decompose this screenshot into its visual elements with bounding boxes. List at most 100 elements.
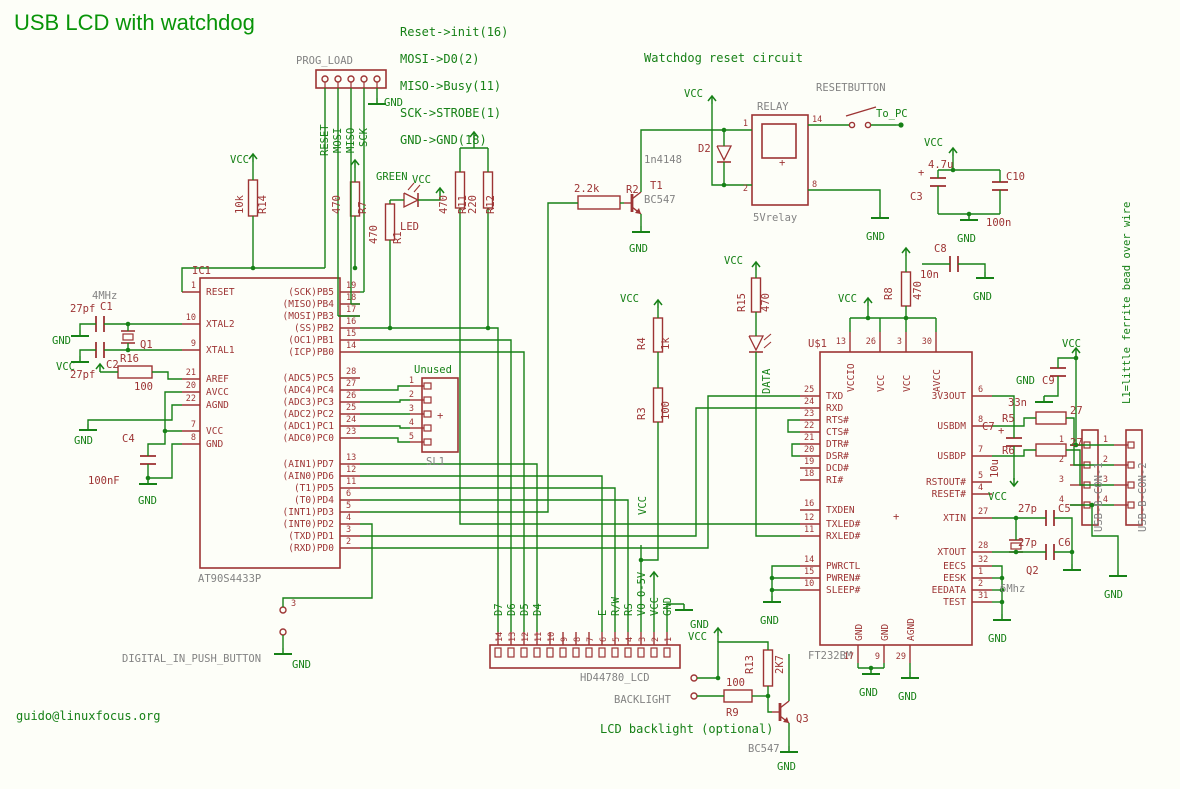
usb_area-text: R5 (1002, 413, 1015, 425)
mid_signals-text: 470 (760, 293, 772, 312)
lcd_pins-text: 8 (573, 637, 583, 642)
lcd_pins-text: 12 (521, 632, 531, 642)
led-arrow-icon (763, 341, 772, 349)
supply_caps-text: GND (973, 291, 992, 303)
watchdog-text: 1n4148 (644, 154, 682, 166)
xtal_area-text: C4 (122, 433, 135, 445)
net-wire (992, 395, 1015, 438)
led_area-text: R11 (457, 195, 469, 214)
to-pc-pad (898, 122, 904, 128)
ic1_pins-text: 8 (191, 433, 196, 443)
ft232_pins-text: DCD# (826, 463, 849, 474)
ic1_pins-text: GND (206, 439, 223, 450)
led-arrow-icon (763, 333, 772, 341)
sl1-pin-pad (423, 424, 432, 432)
ft232-part: FT232BM (808, 650, 852, 662)
net-wire (711, 104, 752, 186)
ic1_pins-text: (SCK)PB5 (288, 287, 334, 298)
ft232_pins-text: 26 (866, 337, 876, 347)
sl1-text: SL1 (426, 456, 445, 468)
sl1-text: + (437, 410, 443, 422)
net-wire (767, 686, 772, 713)
ft232_pins-text: 23 (804, 409, 814, 419)
lcd-pin-pad (637, 647, 645, 658)
ic1_pins-text: VCC (206, 426, 223, 437)
net-wire (360, 395, 800, 549)
supply_caps-text: + (918, 167, 924, 179)
ft232_pins-text: 22 (804, 421, 814, 431)
ic1_pins-text: (SS)PB2 (294, 323, 334, 334)
connector-pad (347, 75, 355, 83)
lcd-pin-pad (559, 647, 567, 658)
connector-pad (279, 606, 287, 614)
ft232_pins-text: PWREN# (826, 573, 861, 584)
usb_area-text: C5 (1058, 503, 1071, 515)
ic1_pins-text: 27 (346, 379, 356, 389)
ft232_pins-text: GND (854, 624, 865, 641)
ft232_pins-text: RXD (826, 403, 843, 414)
junction-dot (352, 265, 358, 271)
ft232_pins-text: TXDEN (826, 505, 855, 516)
net-wire (666, 603, 684, 632)
ic1-part: AT90S4433P (198, 573, 261, 585)
ft232_pins-text: 6 (978, 385, 983, 395)
ft232_pins-text: VCC (902, 375, 913, 392)
button-contact (864, 121, 872, 129)
supply_caps-text: GND (957, 233, 976, 245)
author-email: guido@linuxfocus.org (16, 709, 161, 723)
ic1_pins-text: 2 (346, 537, 351, 547)
ic1_pins-text: (MISO)PB4 (283, 299, 335, 310)
lcd-pin-pad (598, 647, 606, 658)
supply_caps-text: VCC (924, 137, 943, 149)
sl1-pin-pad (423, 438, 432, 446)
watchdog-text: RELAY (757, 101, 789, 113)
net-wire (360, 499, 629, 632)
lcd_pins-text: 14 (495, 632, 505, 642)
usb_area-text: GND (1016, 375, 1035, 387)
supply_caps-text: C10 (1006, 171, 1025, 183)
net-wire (992, 517, 1017, 540)
net-wire (79, 323, 96, 330)
net-wire (147, 391, 182, 456)
lcd-pin-pad (520, 647, 528, 658)
push_button-text: DIGITAL_IN_PUSH_BUTTON (122, 653, 261, 665)
lcd_pins-text: 5 (612, 637, 622, 642)
notes-text: GND->GND(18) (400, 133, 487, 147)
ft232_pins-text: 15 (804, 567, 814, 577)
ft232_pins-text: 28 (978, 541, 988, 551)
usb_area-text: 2 (1059, 455, 1064, 465)
notes-text: Reset->init(16) (400, 25, 508, 39)
connector-pad (279, 628, 287, 636)
watchdog-text: 2.2k (574, 183, 600, 195)
push_button-text: GND (292, 659, 311, 671)
usb_area-text: GND (1104, 589, 1123, 601)
xtal_area-text: 100nF (88, 475, 120, 487)
lcd_pins-text: 9 (560, 637, 570, 642)
ft232_pins-text: 29 (896, 652, 906, 662)
junction-dot (1073, 355, 1079, 361)
net-wire (1066, 449, 1114, 486)
ft232_pins-text: 20 (804, 445, 814, 455)
lcd_pins-text: GND (662, 597, 674, 616)
ft232_pins-text: 24 (804, 397, 814, 407)
lcd_pins-text: D5 (519, 603, 531, 616)
lcd-pin-pad (572, 647, 580, 658)
junction-dot (250, 265, 256, 271)
wires (71, 88, 1127, 753)
watchdog-text: GND (629, 243, 648, 255)
ic1_pins-text: 7 (191, 420, 196, 430)
ic1_pins-text: (ADC4)PC4 (283, 385, 335, 396)
push_button-text: 3 (291, 599, 296, 609)
sl1-pin-pad (423, 396, 432, 404)
prog_load-text: GND (384, 97, 403, 109)
watchdog-text: 2 (743, 184, 748, 194)
sl1-pin-pad (423, 382, 432, 390)
backlight-text: GND (777, 761, 796, 773)
resistor-symbol (762, 649, 774, 687)
junction-dot (1089, 502, 1095, 508)
mid_signals-text: VCC (637, 496, 649, 515)
notes-text: MOSI->D0(2) (400, 52, 479, 66)
led_area-text: 470 (331, 195, 343, 214)
